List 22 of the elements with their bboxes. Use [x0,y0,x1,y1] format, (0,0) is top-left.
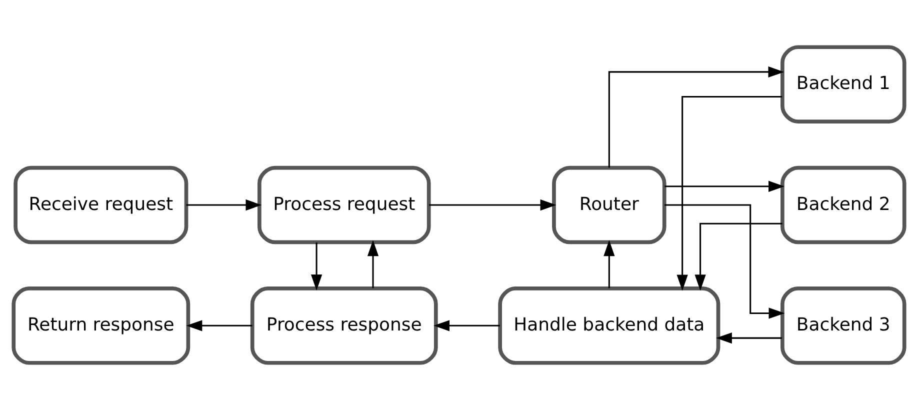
node-box: Backend 3 [780,286,906,365]
node-box: Return response [12,286,190,365]
arrow [676,96,782,291]
node-box: Backend 1 [780,45,906,124]
node-box: Receive request [14,166,188,244]
arrow [186,320,252,332]
arrow [604,240,615,288]
arrow [664,180,784,192]
node-box: Process response [250,286,438,365]
arrow [367,240,379,288]
arrow [186,199,262,211]
arrow [434,320,500,332]
arrow [694,222,782,291]
arrow [429,199,556,211]
arrow [716,332,782,344]
node-box: Backend 2 [780,166,906,244]
arrow [608,66,784,168]
node-box: Process request [258,166,431,244]
node-box: Handle backend data [498,286,720,365]
node-box: Router [552,166,666,244]
arrow [664,204,785,319]
arrow [310,242,322,290]
